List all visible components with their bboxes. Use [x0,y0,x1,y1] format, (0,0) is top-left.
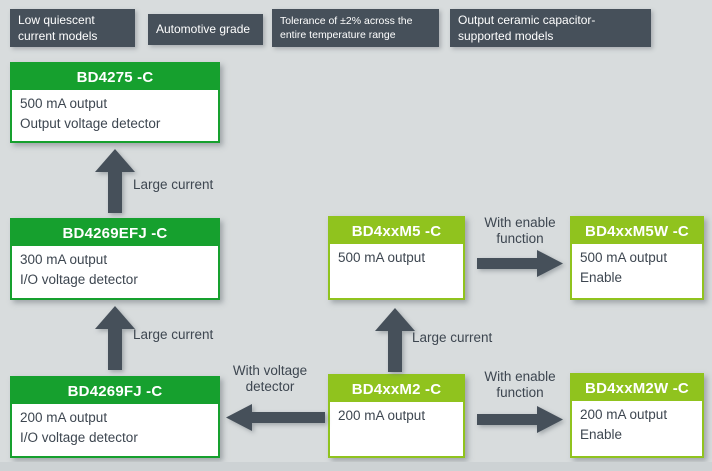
product-box-bd4269efjc: BD4269EFJ -C 300 mA output I/O voltage d… [10,218,220,300]
product-name: BD4269EFJ -C [12,220,218,246]
product-box-bd4xxm5wc: BD4xxM5W -C 500 mA output Enable [570,216,704,300]
feature-tag-low-quiescent: Low quiescent current models [10,9,135,47]
arrow-label-with-enable: With enable function [484,215,556,247]
product-name: BD4xxM2 -C [330,376,463,402]
arrow-label-large-current: Large current [412,330,493,345]
product-name: BD4xxM2W -C [572,375,702,401]
product-box-bd4xxm5c: BD4xxM5 -C 500 mA output [328,216,465,300]
product-specs: 500 mA output [330,244,463,298]
arrow-up-icon [375,308,415,372]
product-name: BD4xxM5W -C [572,218,702,244]
arrow-up-icon [95,306,135,370]
product-name: BD4269FJ -C [12,378,218,404]
arrow-label-with-enable: With enable function [484,369,556,401]
product-box-bd4275c: BD4275 -C 500 mA output Output voltage d… [10,62,220,143]
arrow-up-icon [95,149,135,213]
product-box-bd4269fjc: BD4269FJ -C 200 mA output I/O voltage de… [10,376,220,458]
arrow-label-large-current: Large current [133,177,214,192]
arrow-label-large-current: Large current [133,327,214,342]
product-specs: 300 mA output I/O voltage detector [12,246,218,298]
arrow-label-with-voltage-detector: With voltage detector [232,363,308,395]
product-box-bd4xxm2wc: BD4xxM2W -C 200 mA output Enable [570,373,704,458]
product-specs: 200 mA output Enable [572,401,702,456]
product-specs: 200 mA output I/O voltage detector [12,404,218,456]
product-box-bd4xxm2c: BD4xxM2 -C 200 mA output [328,374,465,458]
product-name: BD4xxM5 -C [330,218,463,244]
feature-tag-automotive: Automotive grade [148,14,263,45]
product-specs: 500 mA output Enable [572,244,702,298]
arrow-right-icon [477,250,563,277]
product-specs: 500 mA output Output voltage detector [12,90,218,141]
feature-tag-tolerance: Tolerance of ±2% across the entire tempe… [272,9,439,47]
feature-tag-ceramic-capacitor: Output ceramic capacitor- supported mode… [450,9,651,47]
product-name: BD4275 -C [12,64,218,90]
arrow-right-icon [477,406,563,433]
footer-strip [0,462,712,471]
arrow-left-icon [226,404,325,431]
product-specs: 200 mA output [330,402,463,456]
